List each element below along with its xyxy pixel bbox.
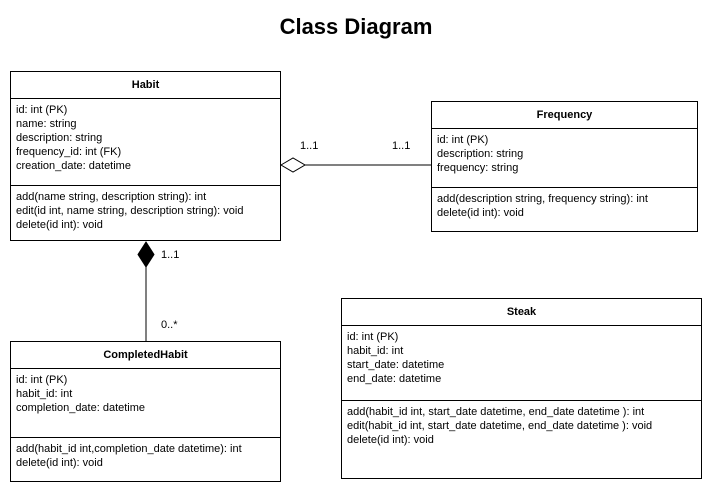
method: edit(habit_id int, start_date datetime, …	[347, 420, 653, 432]
method: delete(id int): void	[347, 434, 434, 446]
attribute: start_date: datetime	[347, 359, 445, 371]
class-name: CompletedHabit	[11, 342, 280, 369]
class-steak: Steak id: int (PK) habit_id: int start_d…	[341, 298, 702, 479]
method: add(habit_id int,completion_date datetim…	[16, 443, 242, 455]
method: edit(id int, name string, description st…	[16, 205, 244, 217]
attributes-section: id: int (PK) name: string description: s…	[11, 99, 280, 186]
attributes-section: id: int (PK) description: string frequen…	[432, 129, 697, 188]
attribute: id: int (PK)	[16, 374, 68, 386]
class-name: Steak	[342, 299, 701, 326]
attribute: name: string	[16, 118, 77, 130]
method: delete(id int): void	[437, 207, 524, 219]
method: delete(id int): void	[16, 219, 103, 231]
method: delete(id int): void	[16, 457, 103, 469]
class-habit: Habit id: int (PK) name: string descript…	[10, 71, 281, 241]
multiplicity-habit-completed-target: 0..*	[161, 319, 178, 331]
class-frequency: Frequency id: int (PK) description: stri…	[431, 101, 698, 232]
attribute: creation_date: datetime	[16, 160, 131, 172]
attribute: id: int (PK)	[16, 104, 68, 116]
attribute: habit_id: int	[16, 388, 73, 400]
aggregation-diamond	[280, 157, 306, 173]
attribute: description: string	[16, 132, 103, 144]
composition-diamond	[137, 241, 155, 268]
attribute: id: int (PK)	[347, 331, 399, 343]
methods-section: add(description string, frequency string…	[432, 188, 697, 224]
class-name: Frequency	[432, 102, 697, 129]
attributes-section: id: int (PK) habit_id: int completion_da…	[11, 369, 280, 438]
method: add(habit_id int, start_date datetime, e…	[347, 406, 645, 418]
multiplicity-habit-completed-source: 1..1	[161, 249, 180, 261]
methods-section: add(habit_id int,completion_date datetim…	[11, 438, 280, 474]
attribute: frequency: string	[437, 162, 519, 174]
methods-section: add(name string, description string): in…	[11, 186, 280, 236]
attribute: end_date: datetime	[347, 373, 442, 385]
multiplicity-habit-frequency-target: 1..1	[392, 140, 411, 152]
multiplicity-habit-frequency-source: 1..1	[300, 140, 319, 152]
attribute: frequency_id: int (FK)	[16, 146, 122, 158]
methods-section: add(habit_id int, start_date datetime, e…	[342, 401, 701, 451]
attributes-section: id: int (PK) habit_id: int start_date: d…	[342, 326, 701, 401]
attribute: description: string	[437, 148, 524, 160]
method: add(description string, frequency string…	[437, 193, 648, 205]
attribute: habit_id: int	[347, 345, 404, 357]
method: add(name string, description string): in…	[16, 191, 207, 203]
attribute: id: int (PK)	[437, 134, 489, 146]
class-name: Habit	[11, 72, 280, 99]
attribute: completion_date: datetime	[16, 402, 146, 414]
class-completed-habit: CompletedHabit id: int (PK) habit_id: in…	[10, 341, 281, 482]
diagram-title: Class Diagram	[279, 14, 433, 39]
